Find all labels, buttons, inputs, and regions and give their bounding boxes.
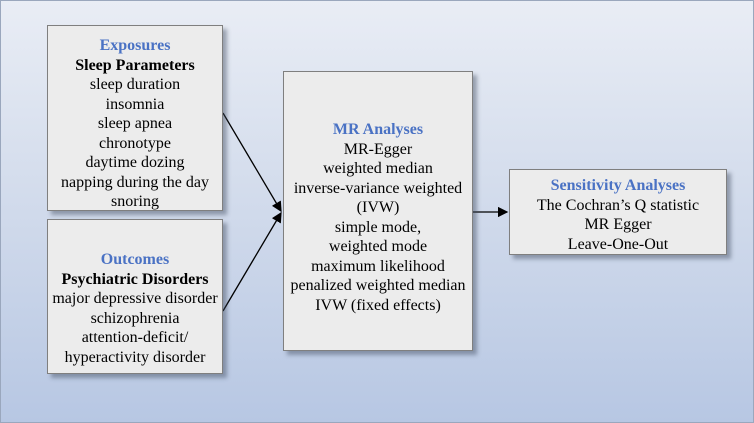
mr-method-item: inverse-variance weighted: [293, 179, 463, 197]
mr-method-item: penalized weighted median: [290, 277, 466, 294]
exposures-box: Exposures Sleep Parameters sleep duratio…: [47, 25, 223, 211]
exposure-item: sleep apnea: [97, 115, 173, 132]
psychiatric-disorders-subheading: Psychiatric Disorders: [61, 270, 209, 288]
mr-method-item: MR-Egger: [343, 140, 413, 158]
exposures-heading: Exposures: [99, 37, 171, 54]
mr-method-item: (IVW): [356, 199, 400, 216]
sensitivity-item: Leave-One-Out: [567, 235, 669, 253]
exposure-item: napping during the day: [61, 173, 209, 191]
sensitivity-item: The Cochran’s Q statistic: [536, 196, 700, 214]
outcomes-heading: Outcomes: [100, 251, 170, 268]
mr-method-item: weighted mode: [328, 238, 428, 255]
arrow-outcomes-to-mr: [222, 211, 282, 312]
exposure-item: chronotype: [99, 134, 171, 152]
sensitivity-analyses-heading: Sensitivity Analyses: [550, 177, 686, 194]
exposure-item: daytime dozing: [85, 154, 185, 171]
exposure-item: snoring: [111, 193, 159, 210]
outcome-item: hyperactivity disorder: [64, 348, 206, 366]
sensitivity-item: MR Egger: [584, 216, 652, 233]
mr-analyses-heading: MR Analyses: [332, 121, 424, 138]
exposure-item: insomnia: [105, 95, 165, 113]
mr-analyses-box: MR Analyses MR-Egger weighted median inv…: [283, 71, 473, 351]
mr-method-item: simple mode,: [334, 218, 422, 236]
exposure-item: sleep duration: [89, 76, 181, 93]
mr-method-item: weighted median: [323, 160, 433, 177]
mr-method-item: IVW (fixed effects): [315, 296, 441, 314]
outcome-item: attention-deficit/: [81, 329, 189, 346]
outcomes-box: Outcomes Psychiatric Disorders major dep…: [47, 219, 223, 374]
arrow-exposures-to-mr: [222, 112, 282, 213]
outcome-item: schizophrenia: [90, 309, 180, 327]
sensitivity-analyses-box: Sensitivity Analyses The Cochran’s Q sta…: [509, 169, 727, 255]
mr-method-item: maximum likelihood: [311, 257, 445, 275]
sleep-parameters-subheading: Sleep Parameters: [75, 56, 195, 74]
outcome-item: major depressive disorder: [52, 290, 218, 307]
